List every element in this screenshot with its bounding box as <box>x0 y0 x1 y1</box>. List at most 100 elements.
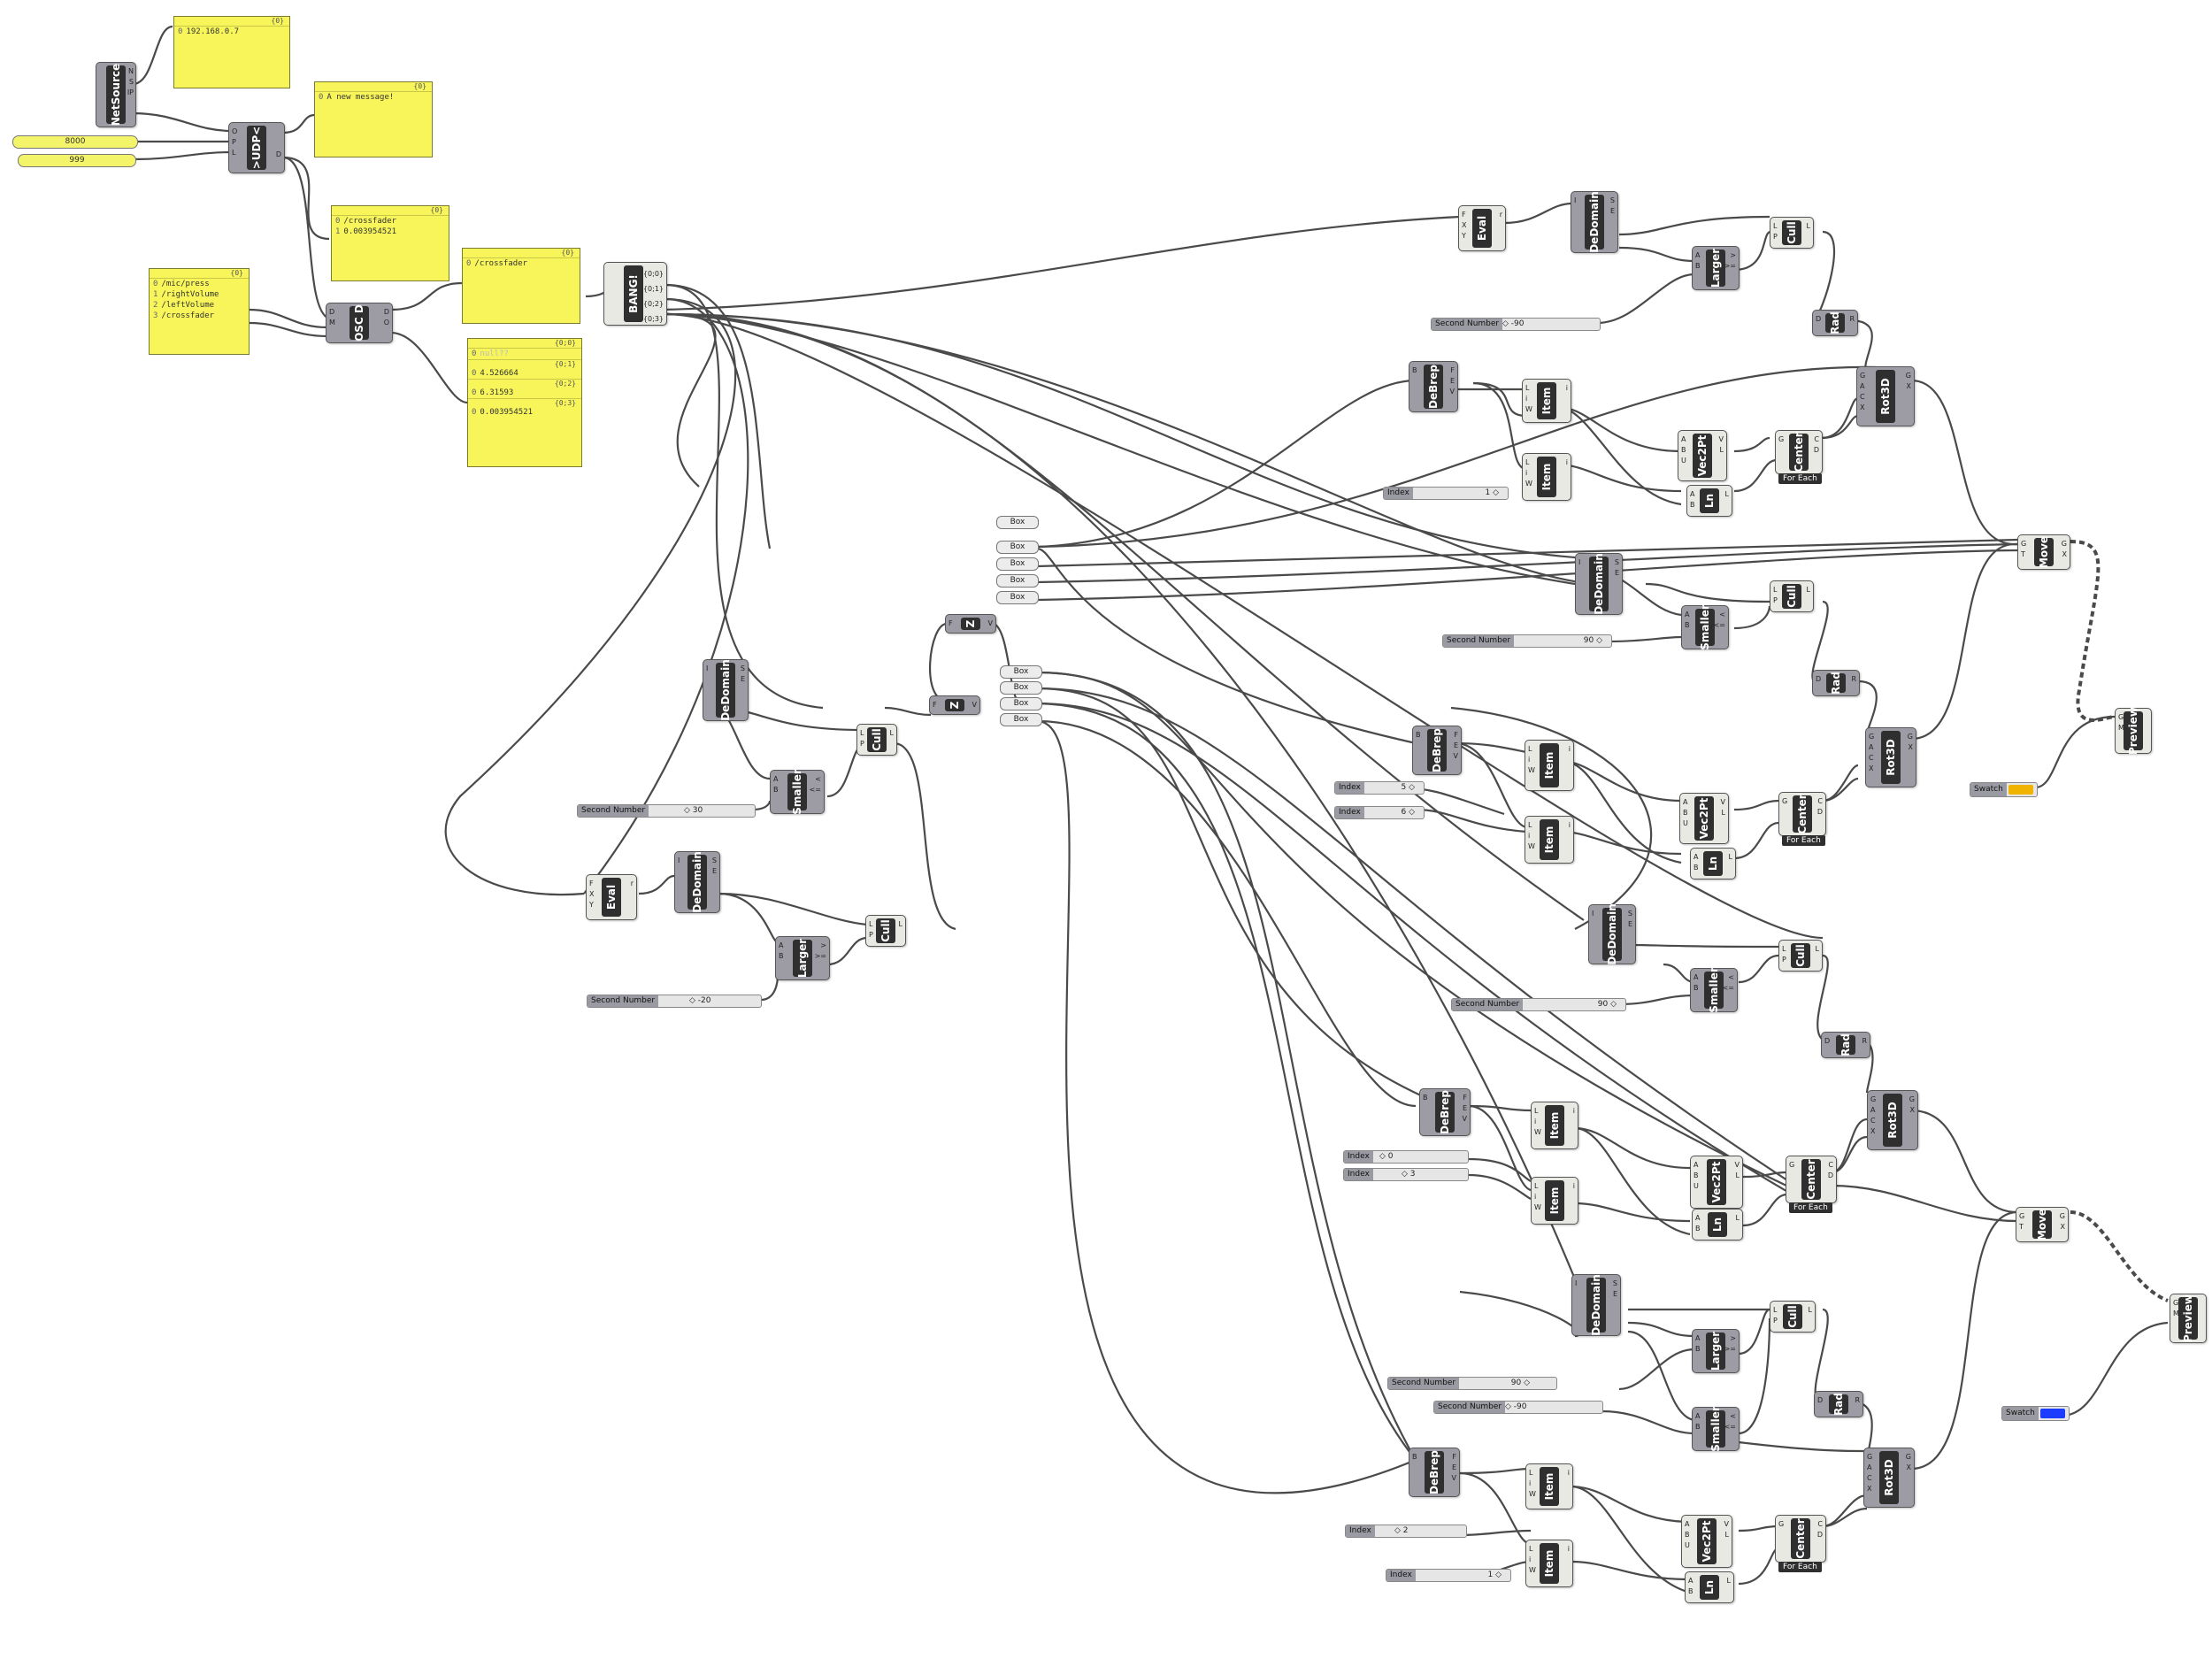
dedomain-label: DeDomain <box>1593 553 1605 615</box>
second-number-slider[interactable]: Second Number◇ -20 <box>587 995 762 1008</box>
index-slider[interactable]: Index◇ 2 <box>1345 1525 1467 1538</box>
crossfader-panel-2[interactable]: {0} 0/crossfader <box>462 248 580 324</box>
item-label: Item <box>1540 387 1553 415</box>
vec2pt-label: Vec2Pt <box>1696 434 1709 477</box>
bang-component[interactable]: BANG! {0;0}{0;1}{0;2}{0;3} <box>603 262 667 326</box>
second-number-slider[interactable]: Second Number◇ 30 <box>577 804 756 818</box>
box-param[interactable]: Box <box>996 541 1039 554</box>
swatch-blue[interactable]: Swatch <box>2001 1406 2070 1421</box>
box-param[interactable]: Box <box>1000 665 1042 679</box>
second-number-slider[interactable]: Second Number◇ -90 <box>1433 1401 1603 1414</box>
swatch-orange[interactable]: Swatch <box>1970 782 2038 797</box>
box-param[interactable]: Box <box>996 557 1039 571</box>
box-param[interactable]: Box <box>996 574 1039 588</box>
port-number-input[interactable]: 8000 <box>12 135 138 149</box>
second-number-slider[interactable]: Second Number◇ -90 <box>1431 318 1601 331</box>
index-slider[interactable]: Index◇ 0 <box>1343 1150 1469 1164</box>
box-param[interactable]: Box <box>1000 697 1042 710</box>
index-slider[interactable]: Index◇ 3 <box>1343 1168 1469 1181</box>
box-param[interactable]: Box <box>1000 713 1042 726</box>
addresses-panel[interactable]: {0} 0/mic/press 1/rightVolume 2/leftVolu… <box>149 268 250 355</box>
box-param[interactable]: Box <box>1000 681 1042 695</box>
value-999-input[interactable]: 999 <box>18 154 136 167</box>
box-param[interactable]: Box <box>996 591 1039 604</box>
box-param[interactable]: Box <box>996 516 1039 529</box>
